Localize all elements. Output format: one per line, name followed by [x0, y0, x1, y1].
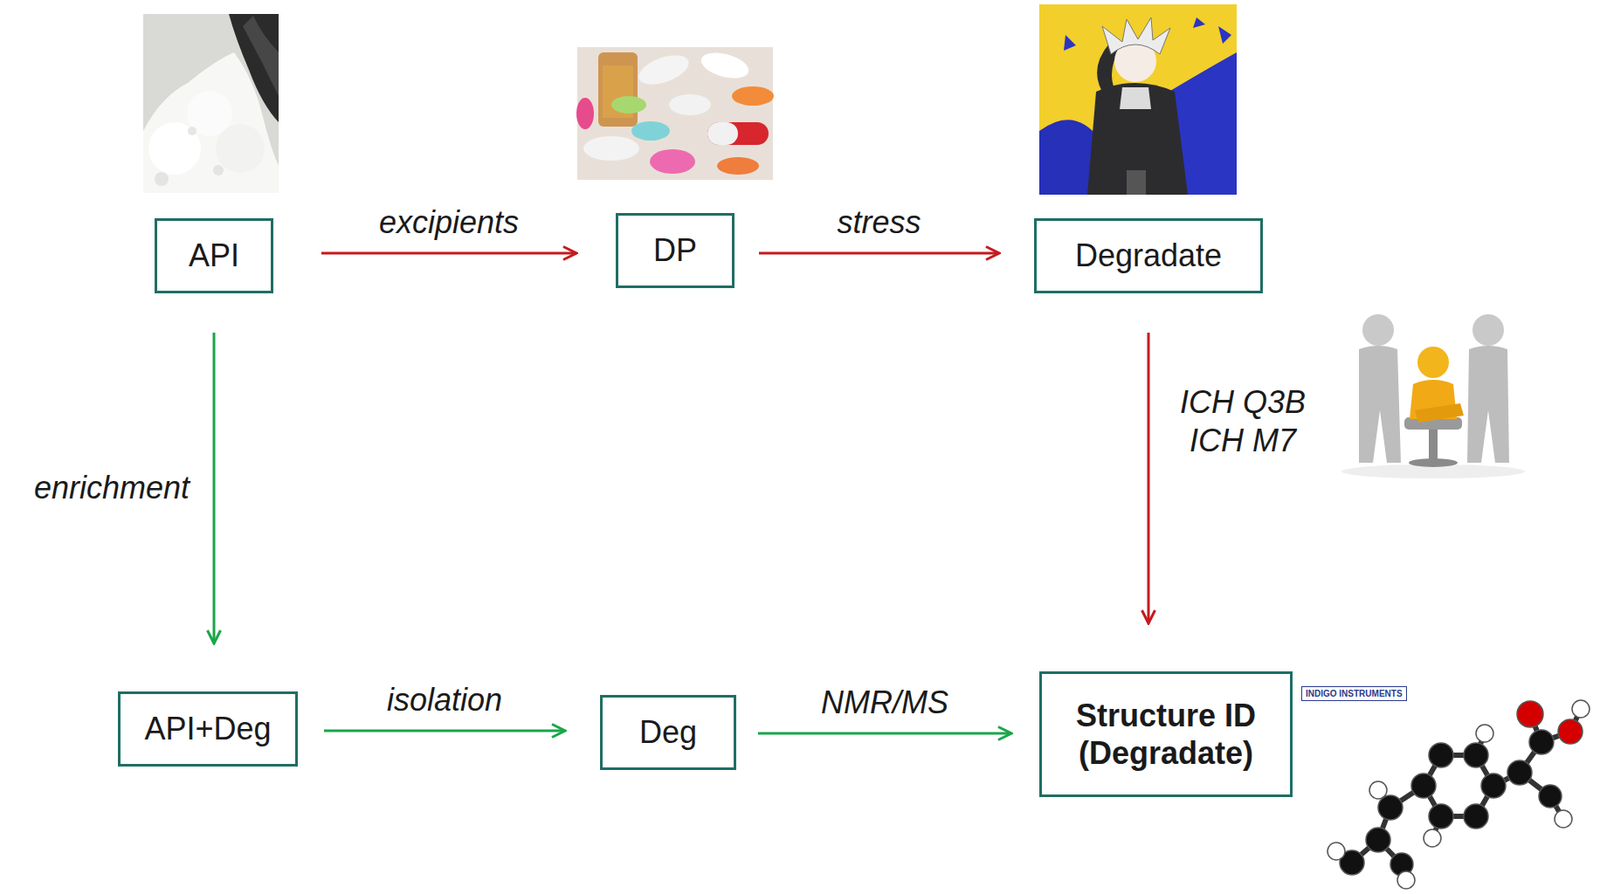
edge-label: enrichment [34, 468, 190, 507]
meeting-figures [1331, 310, 1536, 483]
box-label: DP [653, 231, 697, 269]
flow-arrow [1147, 332, 1151, 624]
process-box: Degradate [1034, 218, 1263, 294]
process-box: API+Deg [117, 691, 298, 767]
process-box: API [154, 218, 274, 294]
flow-arrow [758, 732, 1012, 736]
molecule-atoms [1327, 700, 1590, 890]
box-label: Degradate [1075, 236, 1222, 275]
box-label: API [188, 236, 240, 275]
edge-label: excipients [379, 203, 519, 242]
edge-label: NMR/MS [820, 683, 949, 722]
process-box: Structure ID (Degradate) [1039, 671, 1293, 798]
edge-label: isolation [386, 681, 503, 719]
process-box: Deg [600, 695, 737, 771]
edge-label: ICH Q3B ICH M7 [1172, 383, 1313, 459]
process-box: DP [615, 213, 735, 289]
character-illustration [1039, 4, 1237, 195]
powder-photo [143, 13, 279, 194]
box-label: Deg [639, 713, 697, 752]
flow-arrow [321, 252, 577, 256]
molecule-model [1336, 709, 1581, 881]
box-label: Structure ID (Degradate) [1061, 696, 1271, 773]
logo-label: INDIGO INSTRUMENTS [1301, 686, 1407, 702]
flow-arrow [758, 252, 1000, 256]
flow-arrow [213, 332, 216, 644]
box-label: API+Deg [144, 710, 271, 748]
pills-photo [576, 47, 774, 180]
flow-arrow [324, 730, 566, 733]
edge-label: stress [836, 203, 921, 242]
